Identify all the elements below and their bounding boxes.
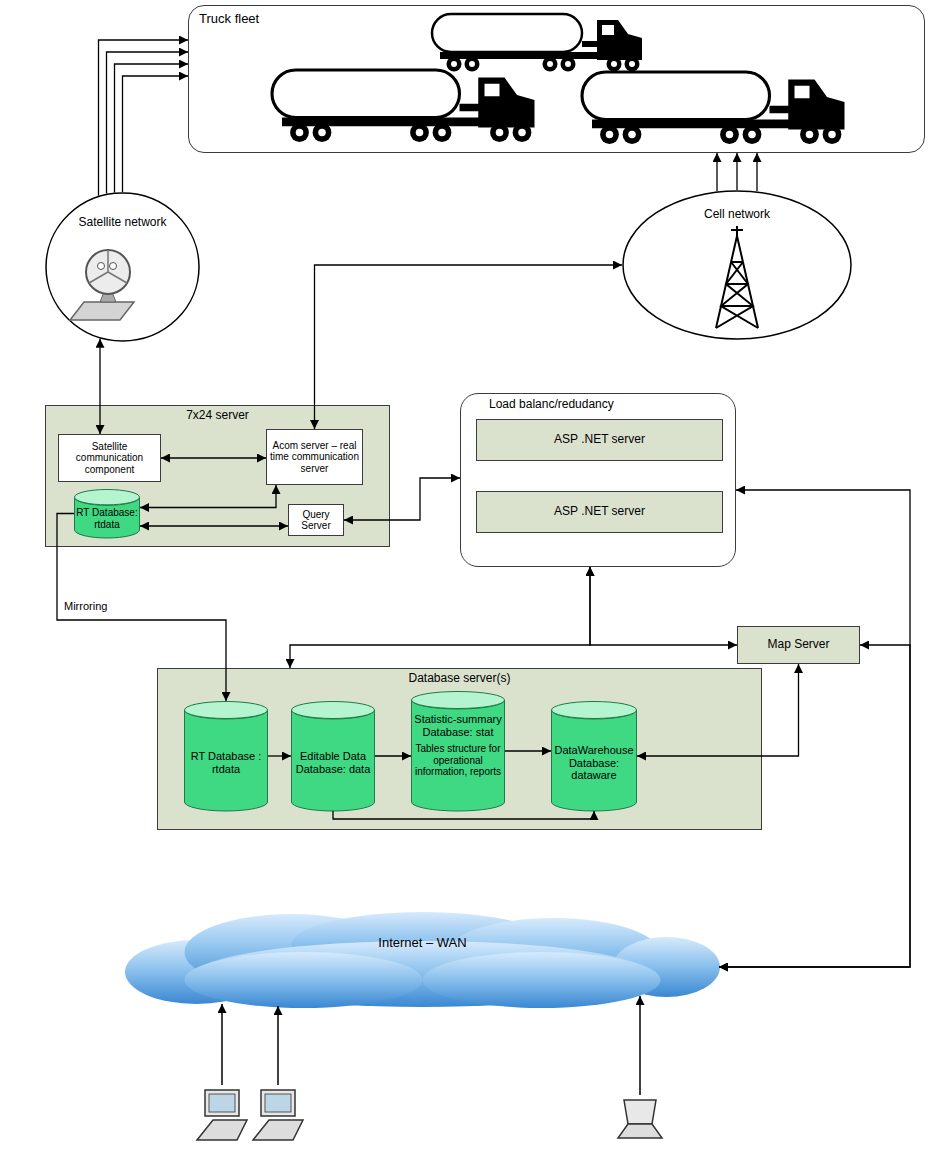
component-box: Acom server – real time communication se… — [266, 429, 363, 485]
connector — [99, 40, 189, 196]
connector — [756, 153, 757, 191]
satellite-dish-icon — [70, 250, 134, 320]
connector — [590, 567, 737, 645]
network-cloud-outline — [125, 912, 720, 1012]
database-cylinder: DataWarehouse Database: dataware — [551, 701, 637, 811]
truck-icons — [272, 14, 845, 144]
connector — [719, 645, 910, 967]
node-label: RT Database : rtdata — [188, 750, 264, 775]
node-label: DataWarehouse Database: dataware — [554, 744, 634, 782]
node-label: ASP .NET server — [554, 505, 645, 519]
node-label: Map Server — [767, 638, 829, 652]
node-label: Internet – WAN — [378, 936, 466, 951]
node-label: Statistic-summary Database: stat — [414, 713, 502, 738]
connector — [123, 76, 189, 192]
node-label: 7x24 server — [186, 409, 249, 423]
database-cylinder: RT Database : rtdata — [184, 701, 268, 811]
node-label: Cell network — [704, 208, 770, 222]
edge-label: Mirroring — [62, 600, 109, 612]
node-label: Satellite network — [78, 216, 166, 230]
server-box: ASP .NET server — [476, 419, 723, 461]
node-label: Database server(s) — [408, 672, 510, 686]
server-box: ASP .NET server — [476, 491, 723, 533]
component-box: Query Server — [288, 504, 344, 536]
database-cylinder: Statistic-summary Database: statTables s… — [411, 691, 505, 811]
component-box: Satellite communication component — [58, 434, 161, 482]
connector — [107, 52, 189, 194]
connector — [716, 153, 717, 191]
connector — [344, 478, 460, 520]
server-box: Database server(s) RT Database : rtdata Ed… — [157, 668, 762, 830]
connector — [99, 339, 100, 434]
connector — [315, 265, 623, 429]
node-label: Query Server — [291, 509, 341, 532]
node-label: Truck fleet — [199, 12, 259, 27]
node-label: Load balanc/redudancy — [489, 398, 614, 412]
connector — [375, 755, 411, 756]
network-ellipse: Cell network — [622, 190, 852, 340]
connector — [140, 485, 276, 508]
database-cylinder: Editable Data Database: data — [291, 701, 375, 811]
node-label: RT Database: rtdata — [76, 507, 138, 530]
cell-tower-icon — [716, 226, 758, 328]
computer-icons — [197, 996, 662, 1140]
database-cylinder: RT Database: rtdata — [74, 489, 140, 538]
connector — [57, 514, 226, 702]
node-label: Acom server – real time communication se… — [270, 440, 359, 475]
node-label: Editable Data Database: data — [295, 750, 371, 775]
connector — [290, 567, 590, 668]
node-body-text: Tables structure for operational informa… — [414, 743, 502, 778]
connector — [115, 64, 189, 192]
connector — [161, 457, 266, 458]
connector — [268, 755, 291, 756]
connector — [736, 153, 737, 190]
connector — [637, 664, 799, 756]
network-cloud: Internet – WAN — [125, 912, 720, 1012]
node-label: Satellite communication component — [62, 441, 157, 476]
connector — [333, 811, 594, 819]
node-label: ASP .NET server — [554, 433, 645, 447]
connector — [505, 750, 551, 751]
connector — [719, 490, 910, 967]
cluster-box: Load balanc/redudancyASP .NET serverASP … — [460, 393, 736, 567]
connector — [140, 525, 288, 526]
server-box: Map Server — [737, 626, 860, 664]
